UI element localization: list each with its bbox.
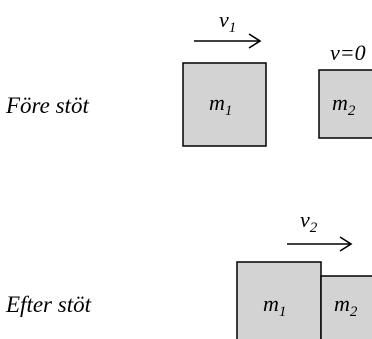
v1-arrow	[194, 33, 262, 49]
after-collision-label: Efter stöt	[5, 292, 92, 317]
mass-2-label-before: m2	[332, 90, 356, 119]
mass-2-block-before	[318, 69, 372, 139]
mass-2-label-after: m2	[334, 291, 358, 320]
v-zero-label: v=0	[330, 40, 366, 65]
mass-1-label-before: m1	[209, 90, 232, 119]
v2-arrow	[287, 236, 353, 252]
mass-2-block-after	[320, 275, 372, 339]
mass-1-label-after: m1	[263, 291, 286, 320]
v2-label: v2	[300, 207, 318, 236]
mass-1-block-after	[236, 261, 322, 339]
before-collision-label: Före stöt	[5, 93, 89, 118]
mass-1-block-before	[182, 62, 267, 147]
v1-label: v1	[219, 7, 236, 36]
